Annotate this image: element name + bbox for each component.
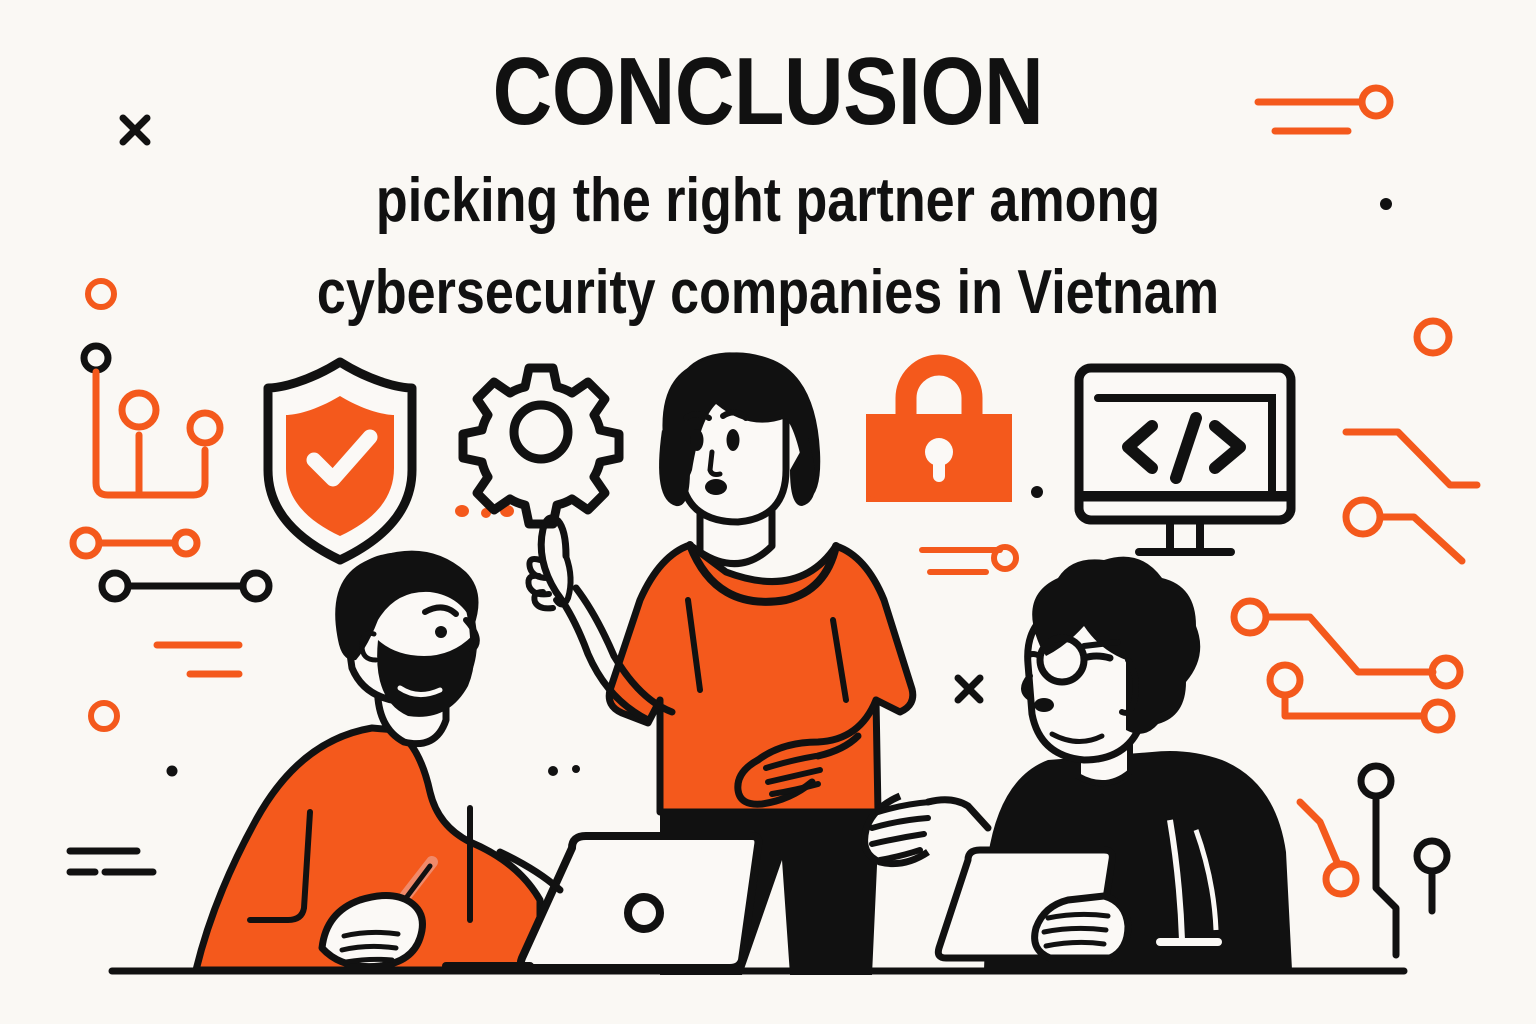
dash-pair-mid-right [919,544,1019,575]
laptop [442,832,763,972]
subtitle-line-2: cybersecurity companies in Vietnam [316,258,1220,327]
dash-pair-bottom-black [66,847,157,876]
circle-outline-left-upper [85,278,117,310]
circuit-line-left-orange [69,526,201,560]
dot-black-right [1380,198,1392,210]
dot-black-left [166,765,178,777]
subtitle-line-1: picking the right partner among [375,166,1161,235]
circuit-stem-orange-bottom-right [1296,798,1360,898]
dot-cluster-small-center [548,765,580,776]
code-monitor-icon [1074,363,1296,556]
circuit-trident-left [80,342,224,499]
circle-outline-right [1413,317,1453,357]
circuit-line-left-black [98,569,273,603]
figure-bearded-man [192,550,544,974]
dash-pair-left-orange [153,641,243,678]
shield-check-icon [263,357,417,565]
dash-pair-top-right [1254,84,1394,135]
gear-icon [458,363,624,529]
circle-outline-left-lower [88,700,120,732]
circuit-traces-right [1230,428,1481,734]
figure-person-with-glasses [861,556,1292,970]
page-title: CONCLUSION [492,38,1044,145]
padlock-icon [866,354,1012,502]
cross-mark-center [954,674,984,704]
cross-mark-top-left [119,114,151,146]
dot-black-near-lock [1031,486,1043,498]
circuit-stems-bottom-right [1357,762,1451,959]
